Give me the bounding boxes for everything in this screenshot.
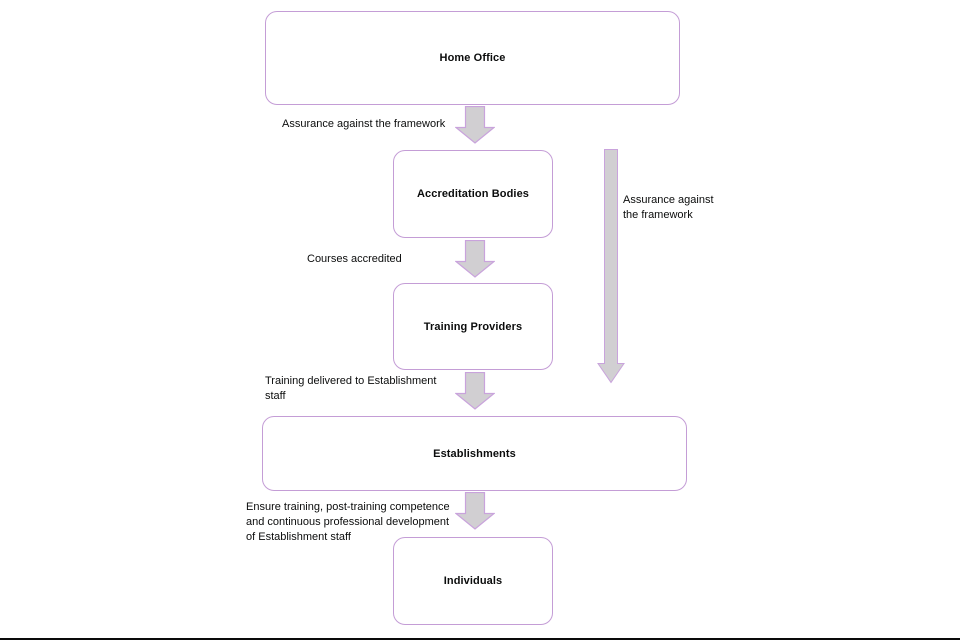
edge-label-training-delivered: Training delivered to Establishment staf… [265, 375, 437, 402]
box-home-office-label: Home Office [439, 52, 506, 64]
box-training-providers: Training Providers [393, 283, 553, 370]
box-accreditation-bodies: Accreditation Bodies [393, 150, 553, 238]
box-training-providers-label: Training Providers [423, 320, 523, 333]
long-down-arrow-icon [597, 149, 625, 384]
edge-label-assurance-framework: Assurance against the framework [282, 118, 446, 130]
box-establishments-label: Establishments [433, 447, 516, 460]
down-arrow-icon [455, 372, 495, 410]
box-accreditation-bodies-label: Accreditation Bodies [416, 188, 530, 200]
down-arrow-icon [455, 240, 495, 278]
box-establishments: Establishments [262, 416, 687, 491]
down-arrow-icon [455, 492, 495, 530]
box-home-office: Home Office [265, 11, 680, 105]
edge-label-assurance-framework-right: Assurance against the framework [623, 194, 714, 221]
box-individuals-label: Individuals [443, 575, 503, 587]
edge-label-courses-accredited: Courses accredited [307, 253, 402, 265]
box-individuals: Individuals [393, 537, 553, 625]
window-bottom-edge [0, 638, 960, 640]
edge-label-ensure-training: Ensure training, post-training competenc… [246, 501, 450, 543]
down-arrow-icon [455, 106, 495, 144]
